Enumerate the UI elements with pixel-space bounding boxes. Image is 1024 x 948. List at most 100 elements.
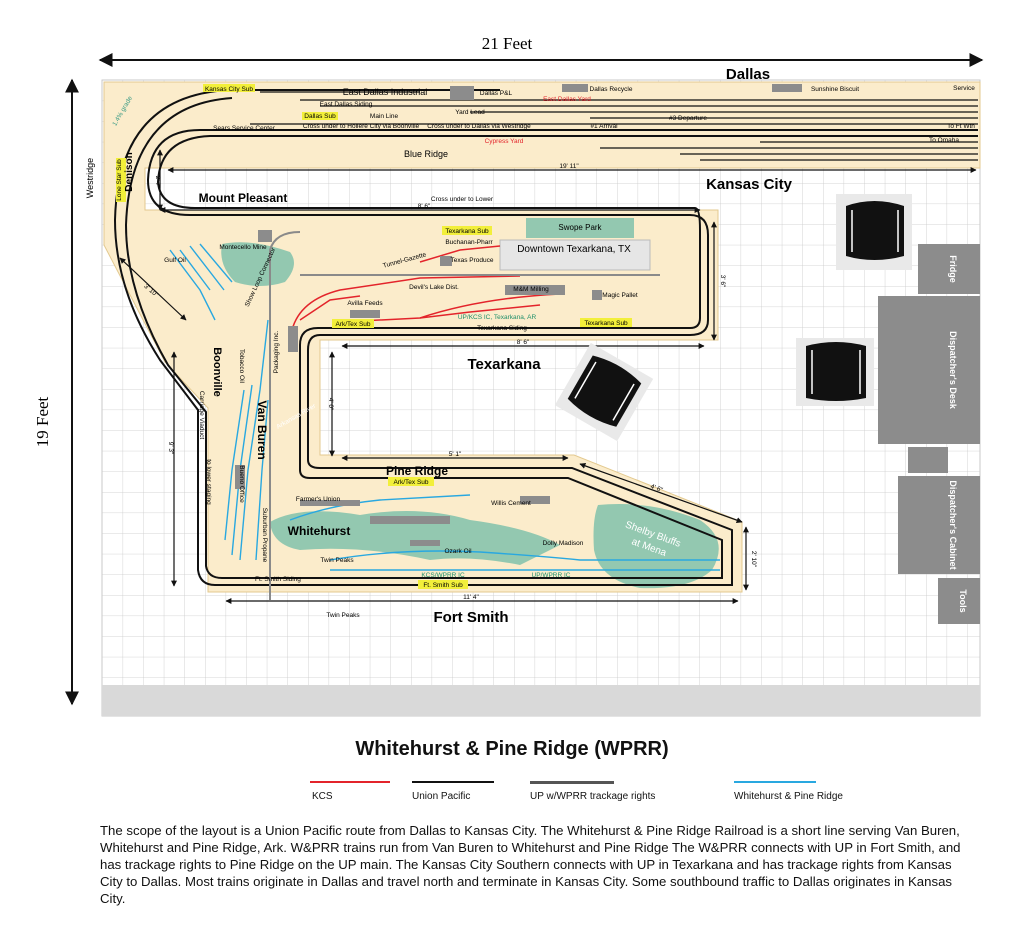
- label-cypress-yard: Cypress Yard: [485, 138, 524, 145]
- legend-label-wprr: Whitehurst & Pine Ridge: [734, 791, 843, 802]
- label-to-ft-wth: To Ft Wth: [947, 123, 975, 130]
- label-ark-tex-sub: Ark/Tex Sub: [335, 321, 370, 328]
- height-label: 19 Feet: [33, 396, 52, 447]
- measure-8-6-mid: 8' 6": [517, 339, 530, 346]
- label-texarkana-sub2: Texarkana Sub: [584, 320, 628, 327]
- label-up-kcs-ic: UP/KCS IC, Texarkana, AR: [458, 314, 537, 321]
- structures: [235, 84, 802, 546]
- downtown-texarkana-area: [499, 239, 651, 271]
- label-ark-tex-sub2: Ark/Tex Sub: [393, 479, 428, 486]
- label-kansas-city-sub: Kansas City Sub: [205, 86, 253, 93]
- measure-4-0: 4' 0": [327, 398, 334, 411]
- scenery-montecello: [221, 242, 294, 286]
- label-gulf-oil: Gulf Oil: [164, 257, 186, 264]
- dispatchers-cabinet-block: [898, 476, 980, 574]
- label-devils-lake: Devil's Lake Dist.: [409, 284, 459, 291]
- label-ft-smith-siding: Ft. Smith Siding: [255, 576, 301, 583]
- region-dallas: Dallas: [726, 66, 770, 83]
- label-sunshine-biscuit: Sunshine Biscuit: [811, 86, 859, 93]
- measure-19-11: 19' 11": [559, 163, 579, 170]
- desk-small-block: [908, 447, 948, 473]
- legend-label-trackage-rights: UP w/WPRR trackage rights: [530, 791, 656, 802]
- label-mm-milling: M&M Milling: [513, 286, 549, 293]
- label-dallas-recycle: Dallas Recycle: [590, 86, 633, 93]
- region-whitehurst: Whitehurst: [288, 524, 351, 538]
- legend-line-kcs: [310, 781, 390, 783]
- region-blue-ridge: Blue Ridge: [404, 149, 448, 159]
- scenery-whitehurst: [270, 511, 560, 565]
- label-buchanan-pharr: Buchanan-Pharr: [445, 239, 493, 246]
- region-east-dallas-industrial: East Dallas Industrial: [343, 87, 428, 97]
- label-yard-lead: Yard Lead: [455, 109, 485, 116]
- region-fort-smith: Fort Smith: [434, 609, 509, 626]
- label-arrival: #1 Arrival: [590, 123, 618, 130]
- chair-middle: [796, 338, 874, 406]
- label-tobacco-oil: Tobacco Oil: [238, 349, 245, 384]
- kcs-tracks: [291, 245, 561, 331]
- measure-4-6: 4' 6": [649, 483, 664, 494]
- label-swope-park: Swope Park: [558, 223, 602, 232]
- up-trackage-rights: [269, 231, 660, 600]
- label-up-wprr-ic: UP/WPRR IC: [532, 572, 571, 579]
- label-to-lower-staging: to lower staging: [205, 459, 212, 505]
- label-carriage-viaduct: Carriage Viaduct: [198, 391, 205, 439]
- label-magic-pallet: Magic Pallet: [602, 292, 638, 299]
- label-dolly-madison: Dolly Madison: [543, 540, 584, 547]
- label-cross-under-dallas: Cross under to Dallas via Westridge: [427, 123, 531, 130]
- label-lone-star-sub: Lone Star Sub: [116, 159, 123, 201]
- swope-park-area: [526, 218, 634, 238]
- label-texarkana-sub: Texarkana Sub: [445, 228, 489, 235]
- tools-block: [938, 578, 980, 624]
- label-east-dallas-yard: East Dallas Yard: [543, 96, 591, 103]
- width-label: 21 Feet: [482, 34, 533, 53]
- measure-11-4: 11' 4": [463, 594, 479, 601]
- label-ozark-oil: Ozark Oil: [444, 548, 472, 555]
- label-east-dallas-siding: East Dallas Siding: [320, 101, 373, 108]
- label-sears-service-center: Sears Service Center: [213, 125, 276, 132]
- measure-2-7: 2' 7": [154, 176, 161, 189]
- interior-dimensions: [119, 149, 977, 604]
- layout-title: Whitehurst & Pine Ridge (WPRR): [355, 738, 669, 760]
- region-boonville: Boonville: [211, 347, 223, 397]
- label-ft-smith-sub: Ft. Smith Sub: [423, 582, 463, 589]
- region-denison: Denison: [124, 152, 135, 191]
- sub-label-backgrounds: [116, 84, 632, 589]
- fridge-label: Fridge: [948, 255, 958, 283]
- label-montecello-mine: Montecello Mine: [219, 244, 267, 251]
- label-kcs-wprr-ic: KCS/WPRR IC: [421, 572, 465, 579]
- label-main-line: Main Line: [370, 113, 399, 120]
- measure-9-3: 9' 3": [167, 442, 174, 455]
- region-texarkana: Texarkana: [467, 356, 541, 373]
- label-bueno-office: Bueno Office: [238, 465, 245, 503]
- legend-label-union-pacific: Union Pacific: [412, 791, 471, 802]
- chair-rotated: [554, 342, 654, 442]
- region-mount-pleasant: Mount Pleasant: [199, 191, 288, 205]
- label-packaging-inc: Packaging Inc.: [273, 330, 280, 373]
- dispatchers-desk-block: [878, 296, 980, 444]
- measure-5-1: 5' 1": [449, 451, 462, 458]
- label-texarkana-siding: Texarkana Siding: [477, 325, 527, 332]
- label-willis-cement: Willis Cement: [491, 500, 531, 507]
- label-farmers-union: Farmer's Union: [296, 496, 341, 503]
- label-service: Service: [953, 85, 975, 92]
- layout-description: The scope of the layout is a Union Pacif…: [100, 823, 961, 906]
- legend-line-trackage-rights: [530, 781, 614, 784]
- label-dallas-pl: Dallas P&L: [480, 90, 513, 97]
- dispatchers-desk-label: Dispatcher's Desk: [948, 331, 958, 410]
- region-downtown-texarkana: Downtown Texarkana, TX: [517, 244, 631, 255]
- legend-label-kcs: KCS: [312, 791, 333, 802]
- region-westridge: Westridge: [85, 158, 95, 198]
- label-twin-peaks: Twin Peaks: [320, 557, 354, 564]
- label-texas-produce: Texas Produce: [451, 257, 494, 264]
- measure-8-6-top: 8' 6": [418, 203, 431, 210]
- label-cross-under-hollere: Cross under to Hollere City via Boonvill…: [303, 123, 420, 130]
- label-dallas-sub: Dallas Sub: [304, 113, 336, 120]
- region-van-buren: Van Buren: [255, 400, 269, 459]
- dispatchers-cabinet-label: Dispatcher's Cabinet: [948, 480, 958, 569]
- floor-strip: [102, 685, 980, 716]
- label-to-omaha: To Omaha: [929, 137, 959, 144]
- measure-2-10: 2' 10": [750, 551, 757, 568]
- measure-3-6: 3' 6": [719, 275, 726, 288]
- label-cross-under-lower: Cross under to Lower: [431, 196, 494, 203]
